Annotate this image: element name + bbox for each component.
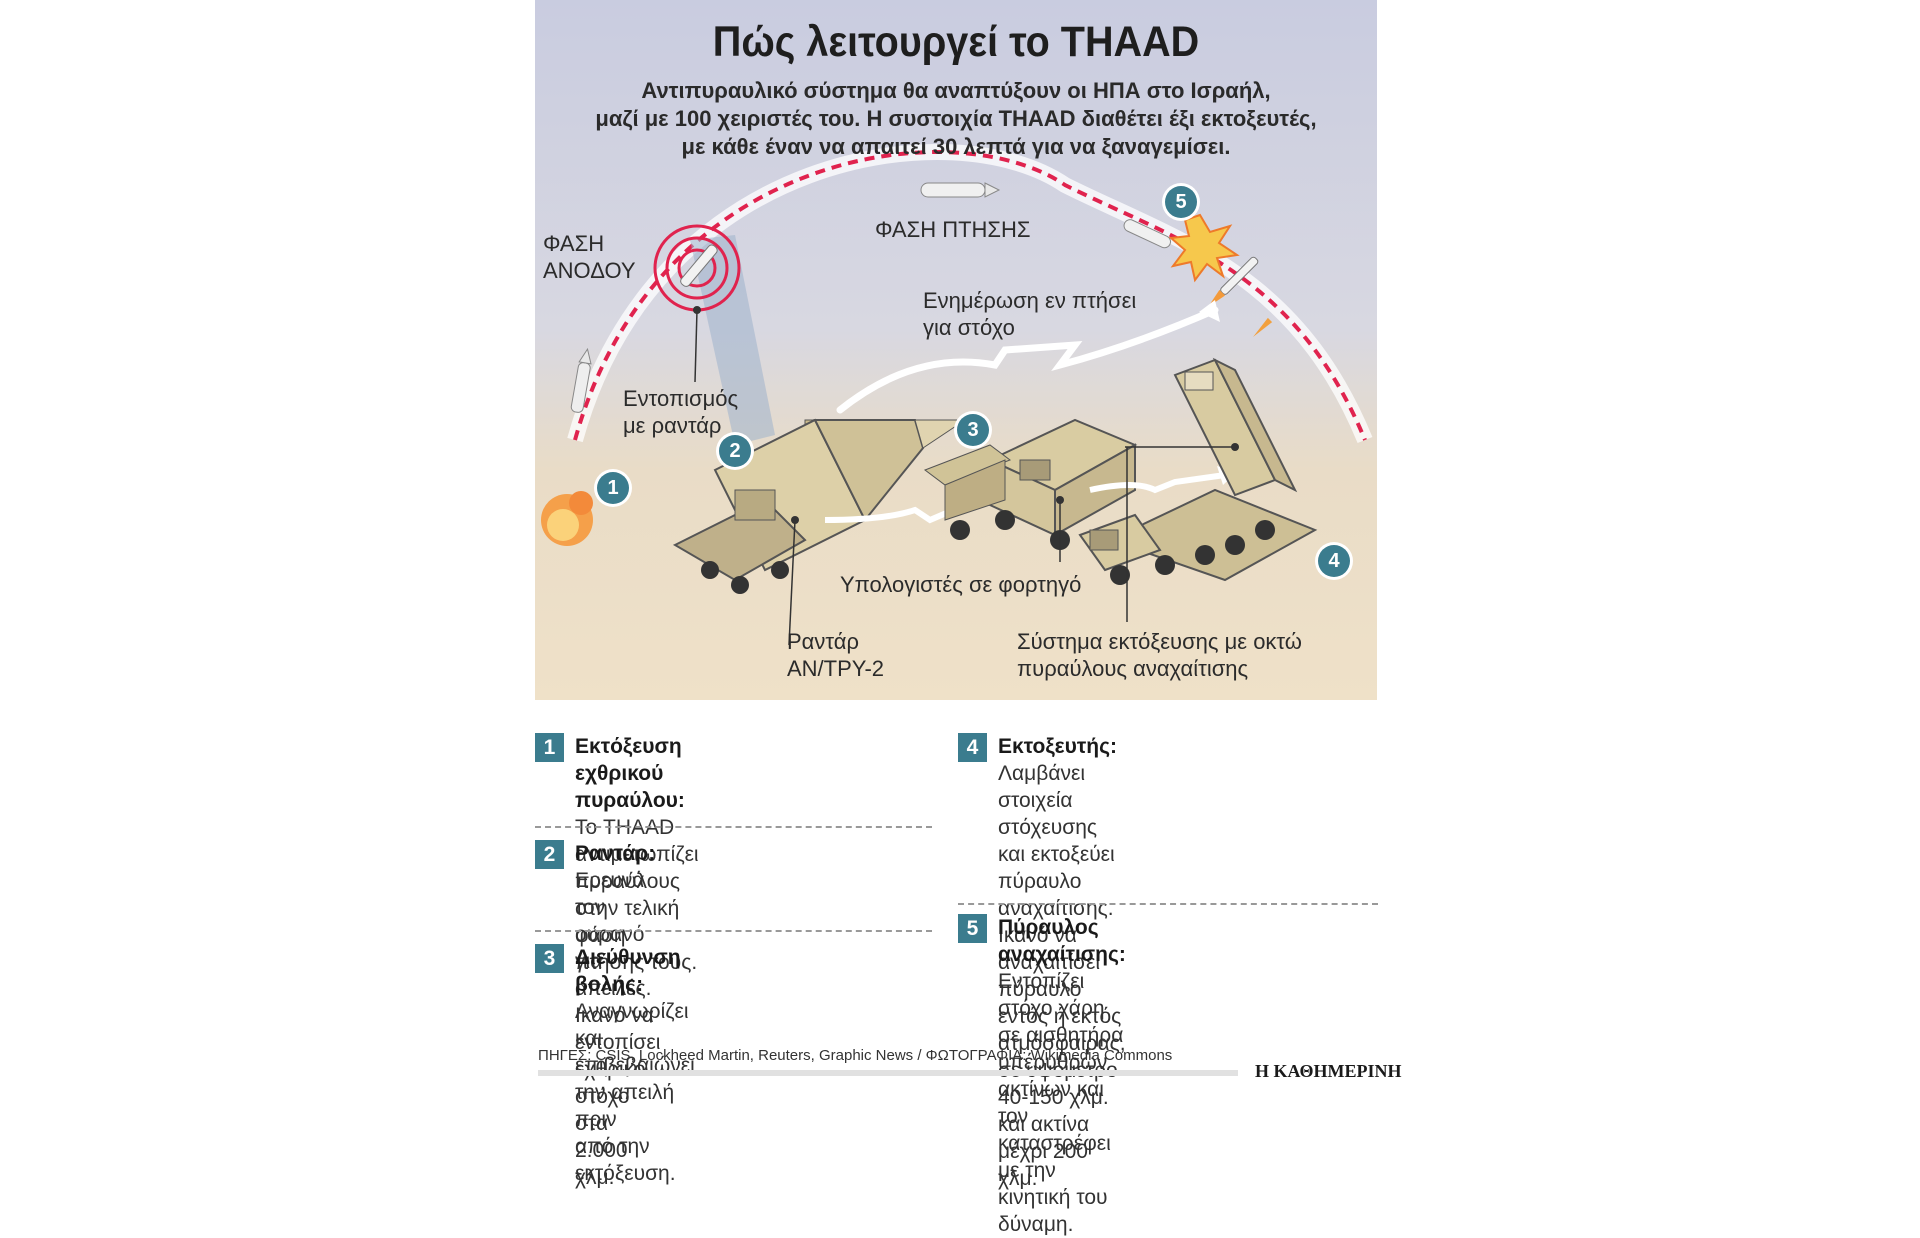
badge-4: 4 [1318, 545, 1350, 577]
interceptor-trail [1253, 317, 1273, 337]
radar-to-truck-arrow [824, 502, 967, 524]
legend-number-5: 5 [958, 914, 987, 943]
label-launcher-system: Σύστημα εκτόξευσης με οκτώ πυραύλους ανα… [1017, 629, 1302, 681]
enemy-missile-descent [1123, 219, 1172, 249]
legend-number-3: 3 [535, 944, 564, 973]
fire-control-truck [923, 418, 1138, 550]
badge-5: 5 [1165, 186, 1197, 218]
launcher-truck [1078, 357, 1318, 585]
label-in-flight-update: Ενημέρωση εν πτήσει για στόχο [923, 288, 1137, 340]
subtitle-line-2: μαζί με 100 χειριστές του. Η συστοιχία T… [595, 106, 1317, 131]
badge-1: 1 [597, 472, 629, 504]
subtitle-line-3: με κάθε έναν να απαιτεί 30 λεπτά για να … [681, 134, 1231, 159]
infographic-panel: Πώς λειτουργεί το THAAD Αντιπυραυλικό σύ… [535, 0, 1377, 700]
radar-pointer-line [694, 309, 698, 383]
legend-number-2: 2 [535, 840, 564, 869]
enemy-missile-ascent [570, 347, 592, 413]
label-ascent-phase: ΦΑΣΗ ΑΝΟΔΟΥ [543, 231, 636, 283]
legend-divider [535, 930, 932, 932]
legend-number-4: 4 [958, 733, 987, 762]
label-truck-computers: Υπολογιστές σε φορτηγό [840, 572, 1082, 597]
launch-explosion [541, 491, 593, 546]
source-credits: ΠΗΓΕΣ: CSIS, Lockheed Martin, Reuters, G… [538, 1047, 1173, 1064]
publisher-logo: Η ΚΑΘΗΜΕΡΙΝΗ [1255, 1061, 1402, 1081]
radar-unit [672, 418, 967, 594]
badge-2: 2 [719, 435, 751, 467]
enemy-missile-apex [920, 182, 1001, 198]
badge-3: 3 [957, 414, 989, 446]
label-flight-phase: ΦΑΣΗ ΠΤΗΣΗΣ [875, 217, 1031, 242]
diagram-artwork [541, 144, 1373, 646]
truck-to-launcher-arrow [1089, 472, 1226, 494]
enemy-missile-tracked [680, 244, 718, 287]
footer-rule [538, 1070, 1238, 1076]
infographic-title: Πώς λειτουργεί το THAAD [712, 18, 1200, 66]
label-radar-detection: Εντοπισμός με ραντάρ [623, 386, 739, 438]
radar-beam [690, 235, 775, 445]
interception-explosion [1168, 213, 1240, 283]
legend-number-1: 1 [535, 733, 564, 762]
subtitle-line-1: Αντιπυραυλικό σύστημα θα αναπτύξουν οι Η… [641, 78, 1271, 103]
update-arrow [836, 306, 1219, 414]
trajectory-glow [567, 144, 1373, 444]
label-radar-model: Ραντάρ AN/TPY-2 [787, 629, 885, 681]
legend-divider [535, 826, 932, 828]
radar-pointer [788, 519, 796, 646]
legend-divider [958, 903, 1378, 905]
